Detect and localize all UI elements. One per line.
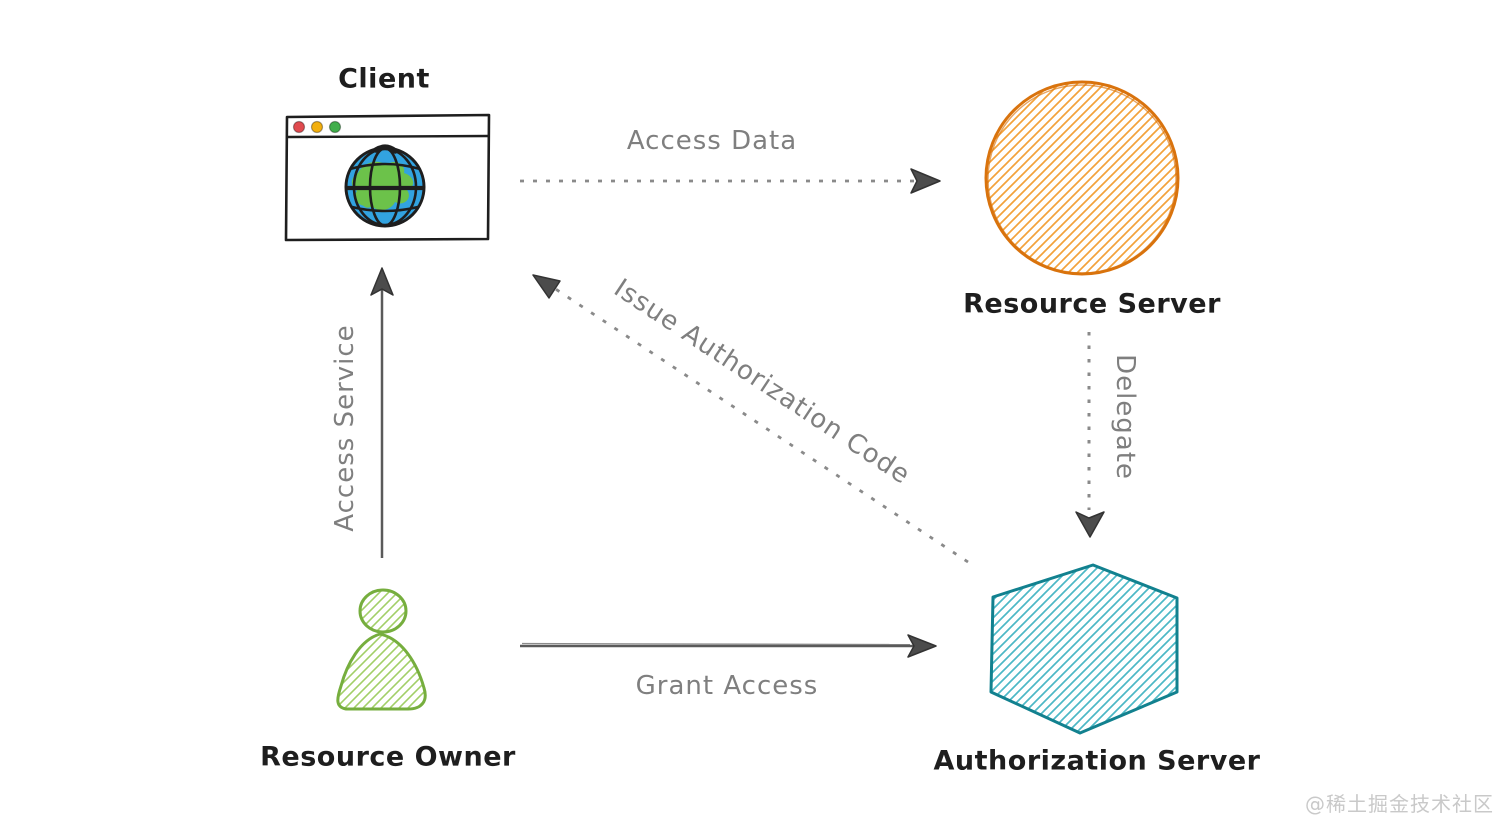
delegate-edge-label: Delegate (1110, 354, 1140, 480)
arrowhead-icon (907, 634, 937, 658)
resource-server-node (984, 80, 1180, 276)
traffic-light-green-icon (328, 120, 342, 134)
traffic-light-yellow-icon (310, 120, 324, 134)
arrowhead-icon (532, 274, 561, 299)
access-data-edge-label: Access Data (626, 126, 798, 156)
delegate-arrow (1075, 332, 1105, 538)
arrowhead-icon (1075, 511, 1105, 538)
person-icon (336, 588, 427, 711)
globe-icon (344, 144, 426, 228)
browser-header-divider (286, 134, 489, 139)
grant-access-edge-label: Grant Access (635, 671, 819, 701)
client-node (284, 113, 491, 242)
arrowhead-icon (910, 168, 941, 194)
access-service-arrow (370, 267, 394, 558)
authorization-server-node (989, 563, 1179, 735)
watermark: @稀土掘金技术社区 (1305, 792, 1494, 816)
access-data-arrow (520, 168, 941, 194)
client-label: Client (338, 63, 430, 95)
grant-access-arrow (520, 634, 937, 658)
access-service-edge-label: Access Service (330, 324, 360, 532)
resource-server-label: Resource Server (963, 288, 1221, 320)
resource-owner-node (336, 588, 427, 711)
traffic-light-red-icon (292, 120, 306, 134)
arrowhead-icon (370, 267, 394, 296)
resource-owner-label: Resource Owner (260, 741, 516, 773)
issue-authorization-code-arrow (532, 274, 969, 564)
authorization-server-label: Authorization Server (933, 745, 1261, 777)
